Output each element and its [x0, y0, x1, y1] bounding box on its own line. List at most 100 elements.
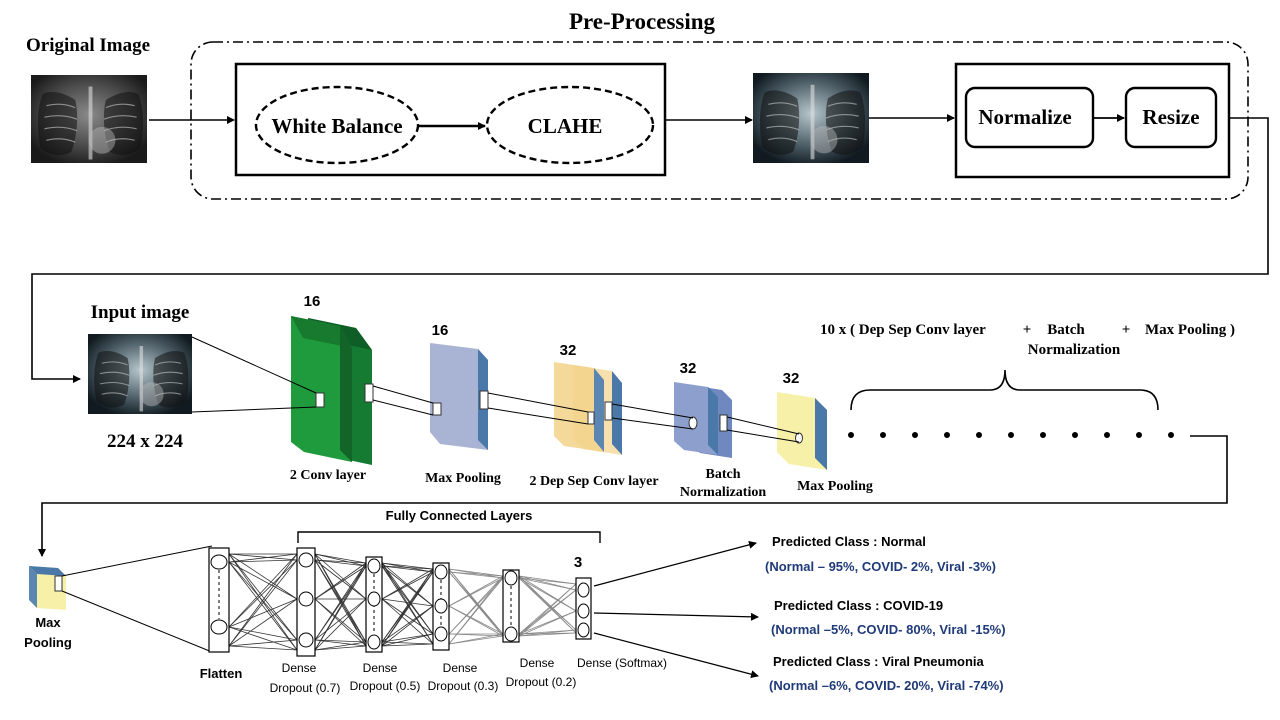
dense-connection	[314, 559, 367, 600]
preprocessing-boundary	[190, 41, 1249, 200]
neuron-node	[577, 622, 590, 638]
dense-connection	[381, 633, 434, 643]
repeat-plus2: +	[1122, 322, 1131, 338]
dense-connection	[314, 559, 367, 564]
dense-connection	[381, 643, 434, 647]
clahe-label: CLAHE	[528, 114, 603, 138]
dense-connection	[314, 639, 367, 643]
prediction-normal-title: Predicted Class : Normal	[772, 534, 926, 549]
dense-connection	[314, 553, 367, 647]
dense-connection	[448, 605, 504, 637]
dense2-label: Dense	[363, 661, 398, 675]
maxpool2-label: Max Pooling	[797, 479, 873, 494]
dense-connection	[381, 598, 434, 635]
dense-connection	[448, 575, 504, 635]
arrow-to-prediction-normal	[593, 540, 757, 587]
maxpool2-feature-map	[777, 392, 827, 470]
prediction-viral-title: Predicted Class : Viral Pneumonia	[773, 654, 984, 669]
input-image-label: Input image	[91, 302, 190, 323]
dense-connection	[518, 575, 577, 591]
softmax-label: Dense (Softmax)	[577, 656, 667, 670]
dense-connection	[518, 610, 577, 637]
dense-connection	[314, 598, 367, 647]
dense-connection	[381, 598, 434, 607]
original-xray-image	[31, 75, 147, 163]
dense-connection	[228, 553, 298, 563]
dense-connection	[228, 553, 298, 647]
neuron-node	[504, 626, 518, 642]
conv-feature-map-front	[291, 316, 352, 462]
repeat-ellipsis	[848, 432, 1174, 438]
neuron-node	[434, 598, 448, 614]
prediction-covid-detail: (Normal –5%, COVID- 80%, Viral -15%)	[771, 622, 1006, 637]
repeat-part3: Max Pooling )	[1145, 322, 1235, 338]
dense-connection	[381, 568, 434, 647]
dense-connection	[518, 632, 577, 637]
input-size-label: 224 x 224	[107, 431, 184, 452]
neuron-node	[298, 552, 314, 568]
batchnorm-label-line2: Normalization	[680, 485, 767, 500]
neuron-node	[210, 554, 228, 570]
dense-connection	[518, 583, 577, 637]
dense-connection	[314, 641, 367, 651]
repeat-batch-line2: Normalization	[1028, 342, 1121, 358]
maxpool1-feature-map	[430, 343, 488, 450]
batchnorm-label-line1: Batch	[706, 467, 741, 482]
dense-connection	[228, 645, 298, 651]
dropout4-label: Dropout (0.2)	[506, 675, 577, 689]
neuron-node	[577, 582, 590, 598]
neuron-node	[504, 570, 518, 586]
batchnorm-count: 32	[680, 360, 697, 377]
depsep-count: 32	[560, 342, 577, 359]
dense1-label: Dense	[282, 661, 317, 675]
prediction-covid-title: Predicted Class : COVID-19	[774, 598, 943, 613]
depsep-feature-map-front	[554, 362, 604, 452]
neuron-node	[367, 634, 381, 650]
original-image-label: Original Image	[26, 35, 150, 56]
dense-connection	[381, 605, 434, 647]
dense-connection	[448, 575, 504, 607]
white-balance-node	[254, 85, 420, 165]
conv-label: 2 Conv layer	[290, 468, 366, 483]
dense-connection	[448, 568, 504, 637]
conv-count: 16	[304, 293, 321, 310]
dense-connection	[228, 553, 298, 600]
neuron-node	[367, 591, 381, 607]
dense-connection	[314, 598, 367, 643]
dense-connection	[448, 635, 504, 645]
arrow-to-prediction-covid	[593, 612, 759, 621]
repeat-brace	[850, 369, 1159, 411]
dense-connection	[228, 598, 298, 628]
input-xray-image	[88, 334, 192, 414]
fully-connected-label: Fully Connected Layers	[386, 508, 533, 523]
dense-connection	[518, 575, 577, 612]
dense-connection	[381, 598, 434, 645]
neuron-node	[577, 603, 590, 619]
resize-node	[1124, 86, 1218, 149]
dense-connection	[518, 589, 577, 637]
arrow-to-prediction-viral	[593, 632, 759, 679]
flatten-label: Flatten	[200, 666, 243, 681]
classifier-maxpool-label-line1: Max	[35, 615, 61, 630]
neuron-node	[298, 591, 314, 607]
dense-connection	[314, 562, 367, 600]
dense-connection	[518, 629, 577, 637]
dense3-label: Dense	[443, 661, 478, 675]
dense-connection	[228, 559, 298, 647]
dense-connection	[314, 645, 367, 651]
maxpool1-count: 16	[432, 322, 449, 339]
dense-connection	[314, 553, 367, 600]
dense-connection	[228, 553, 298, 628]
dense-connection	[314, 598, 367, 641]
repeat-plus1: +	[1023, 322, 1032, 338]
dense-connection	[314, 553, 367, 567]
prediction-viral-detail: (Normal –6%, COVID- 20%, Viral -74%)	[769, 678, 1004, 693]
dense-connection	[228, 553, 298, 561]
dense-connection	[381, 633, 434, 647]
preprocessing-title: Pre-Processing	[569, 9, 716, 34]
neuron-node	[434, 626, 448, 642]
maxpool1-label: Max Pooling	[425, 471, 501, 486]
normalize-resize-box	[954, 62, 1231, 179]
dense-connection	[381, 562, 434, 570]
